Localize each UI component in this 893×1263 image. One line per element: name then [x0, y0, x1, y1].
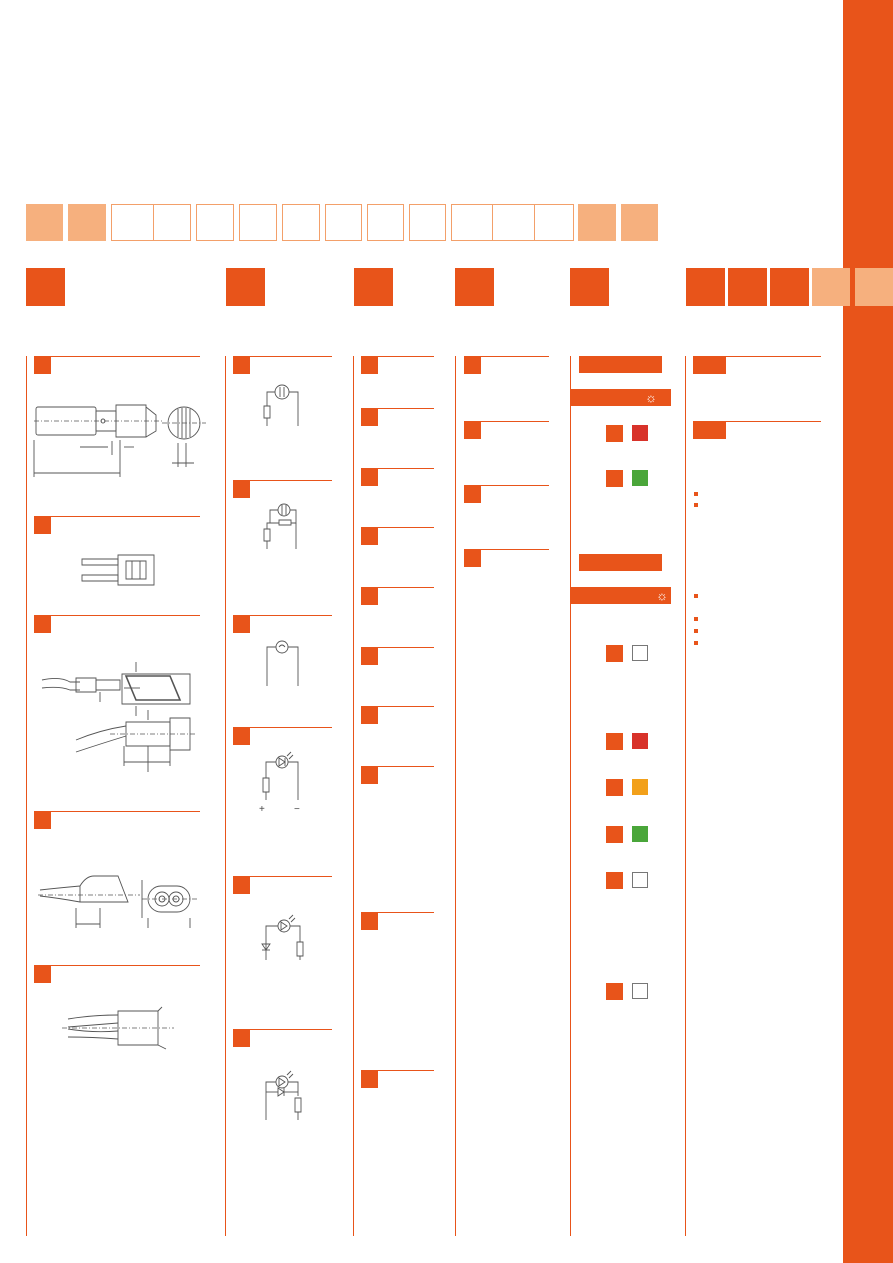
item-marker — [606, 425, 623, 442]
bullet — [694, 617, 698, 621]
item-marker — [606, 645, 623, 662]
item-marker — [233, 877, 250, 894]
item-marker — [34, 517, 51, 534]
item-marker — [233, 616, 250, 633]
column-marker — [455, 268, 494, 306]
item-marker — [606, 779, 623, 796]
item-marker — [606, 826, 623, 843]
lamp-icon: ☼ — [645, 390, 657, 405]
column-marker — [226, 268, 265, 306]
swatch-green — [632, 470, 648, 486]
socket-drawing — [34, 395, 204, 485]
tab-8[interactable] — [367, 204, 404, 241]
item-marker — [464, 486, 481, 503]
column-marker — [354, 268, 393, 306]
column-rule — [26, 356, 27, 1236]
tab-9[interactable] — [409, 204, 446, 241]
swatch-white — [632, 872, 648, 888]
section-header-bar — [579, 356, 662, 373]
tab-group-10[interactable] — [451, 204, 574, 241]
column-marker — [855, 268, 893, 306]
swatch-red — [632, 733, 648, 749]
tab-11[interactable] — [578, 204, 616, 241]
item-marker — [606, 983, 623, 1000]
swatch-white — [632, 983, 648, 999]
item-marker — [361, 357, 378, 374]
item-marker — [606, 470, 623, 487]
item-marker — [233, 728, 250, 745]
item-marker — [361, 648, 378, 665]
bullet — [694, 503, 698, 507]
item-marker — [464, 357, 481, 374]
connector-end-view-drawing — [38, 868, 200, 930]
tab-4[interactable] — [196, 204, 234, 241]
item-marker — [233, 481, 250, 498]
item-marker — [464, 422, 481, 439]
column-rule — [455, 356, 456, 1236]
item-marker-wide — [693, 357, 726, 374]
item-marker — [361, 913, 378, 930]
lamp-header-bar: ☼ — [570, 389, 671, 406]
tab-6[interactable] — [282, 204, 320, 241]
section-header-bar — [579, 554, 662, 571]
glow-lamp-circuit — [262, 640, 304, 688]
bullet — [694, 492, 698, 496]
lamp-parallel-resistor-circuit — [260, 503, 304, 551]
tab-1[interactable] — [26, 204, 63, 241]
item-marker — [606, 872, 623, 889]
minus-label: − — [294, 804, 300, 815]
bullet — [694, 629, 698, 633]
bullet — [694, 641, 698, 645]
item-marker — [361, 469, 378, 486]
swatch-white — [632, 645, 648, 661]
swatch-amber — [632, 779, 648, 795]
cable-assembly-drawing — [40, 660, 200, 780]
item-marker — [233, 357, 250, 374]
item-marker — [361, 528, 378, 545]
item-marker — [361, 1071, 378, 1088]
column-marker — [26, 268, 65, 306]
item-marker — [34, 357, 51, 374]
column-marker — [686, 268, 725, 306]
lamp-icon: ☼ — [656, 588, 668, 603]
item-marker — [361, 707, 378, 724]
column-marker — [812, 268, 850, 306]
item-marker — [34, 966, 51, 983]
side-tab — [843, 0, 893, 1263]
column-rule — [570, 356, 571, 1236]
bullet — [694, 594, 698, 598]
swatch-red — [632, 425, 648, 441]
item-marker — [464, 550, 481, 567]
contact-pin-drawing — [82, 555, 162, 589]
column-rule — [685, 356, 686, 1236]
cable-plug-drawing — [62, 1005, 182, 1053]
column-marker — [570, 268, 609, 306]
led-diode-circuit — [258, 912, 310, 962]
tab-group-3[interactable] — [111, 204, 191, 241]
item-marker — [606, 733, 623, 750]
item-marker — [361, 409, 378, 426]
item-marker — [233, 1030, 250, 1047]
item-marker — [34, 812, 51, 829]
column-rule — [225, 356, 226, 1236]
item-marker — [361, 588, 378, 605]
lamp-header-bar: ☼ — [570, 587, 671, 604]
column-rule — [353, 356, 354, 1236]
column-marker — [770, 268, 809, 306]
swatch-green — [632, 826, 648, 842]
tab-7[interactable] — [325, 204, 362, 241]
led-circuit: + − — [259, 752, 300, 815]
item-marker-wide — [693, 422, 726, 439]
item-marker — [34, 616, 51, 633]
item-marker — [361, 767, 378, 784]
tab-5[interactable] — [239, 204, 277, 241]
plus-label: + — [259, 804, 265, 815]
column-marker — [728, 268, 767, 306]
lamp-resistor-circuit — [260, 380, 304, 428]
tab-2[interactable] — [68, 204, 106, 241]
led-diode-resistor-circuit — [262, 1070, 310, 1122]
tab-12[interactable] — [621, 204, 658, 241]
